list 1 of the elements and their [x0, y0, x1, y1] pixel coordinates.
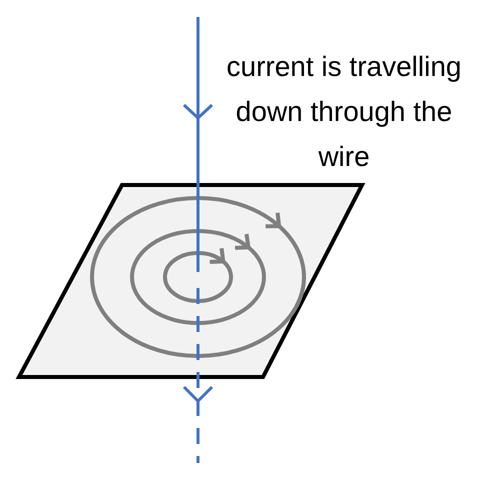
- annotation-text: current is travelling down through the wire: [226, 50, 462, 174]
